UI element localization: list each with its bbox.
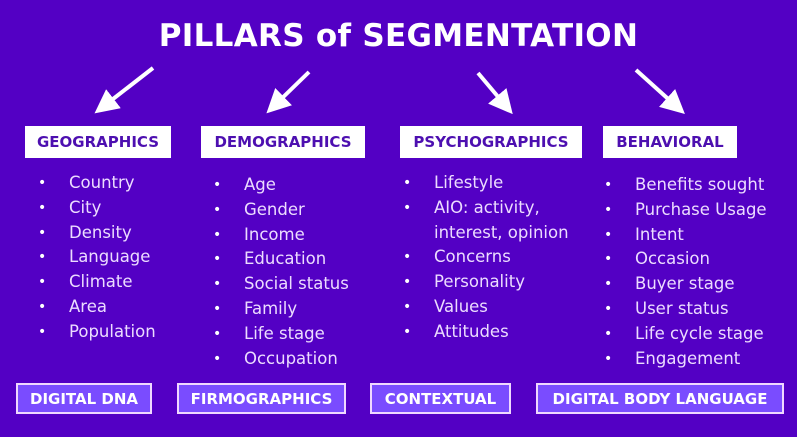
demographics-list: Age Gender Income Education Social statu… <box>213 173 349 371</box>
list-item: Life cycle stage <box>604 322 767 347</box>
list-item: Area <box>38 295 156 320</box>
list-item: Buyer stage <box>604 272 767 297</box>
list-item: Occasion <box>604 247 767 272</box>
list-item: Education <box>213 247 349 272</box>
geographics-list: Country City Density Language Climate Ar… <box>38 171 156 345</box>
list-item: Attitudes <box>403 320 579 345</box>
list-item: Concerns <box>403 245 579 270</box>
pillar-header-demographics: DEMOGRAPHICS <box>201 126 365 158</box>
list-item: Values <box>403 295 579 320</box>
list-item: Age <box>213 173 349 198</box>
psychographics-list: Lifestyle AIO: activity, interest, opini… <box>403 171 579 345</box>
list-item: Social status <box>213 272 349 297</box>
pillar-header-behavioral: BEHAVIORAL <box>603 126 737 158</box>
list-item: Gender <box>213 198 349 223</box>
arrow-icon <box>266 70 311 114</box>
list-item: Density <box>38 221 156 246</box>
list-item: Language <box>38 245 156 270</box>
footer-contextual: CONTEXTUAL <box>370 383 511 414</box>
footer-firmographics: FIRMOGRAPHICS <box>177 383 346 414</box>
list-item: User status <box>604 297 767 322</box>
footer-digital-body-language: DIGITAL BODY LANGUAGE <box>536 383 784 414</box>
list-item: Population <box>38 320 156 345</box>
list-item: Purchase Usage <box>604 198 767 223</box>
list-item: Climate <box>38 270 156 295</box>
list-item: Engagement <box>604 347 767 372</box>
list-item: Benefits sought <box>604 173 767 198</box>
arrow-icon <box>476 71 513 115</box>
list-item: Life stage <box>213 322 349 347</box>
behavioral-list: Benefits sought Purchase Usage Intent Oc… <box>604 173 767 371</box>
list-item: Family <box>213 297 349 322</box>
footer-digital-dna: DIGITAL DNA <box>16 383 152 414</box>
page-title: PILLARS of SEGMENTATION <box>158 18 639 54</box>
list-item: City <box>38 196 156 221</box>
list-item: Personality <box>403 270 579 295</box>
list-item: Income <box>213 223 349 248</box>
list-item: Country <box>38 171 156 196</box>
list-item: Lifestyle <box>403 171 579 196</box>
arrow-icon <box>634 68 685 115</box>
pillar-header-psychographics: PSYCHOGRAPHICS <box>400 126 582 158</box>
pillar-header-geographics: GEOGRAPHICS <box>25 126 171 158</box>
list-item: Occupation <box>213 347 349 372</box>
list-item: AIO: activity, interest, opinion <box>403 196 579 246</box>
list-item: Intent <box>604 223 767 248</box>
arrow-icon <box>94 66 155 114</box>
